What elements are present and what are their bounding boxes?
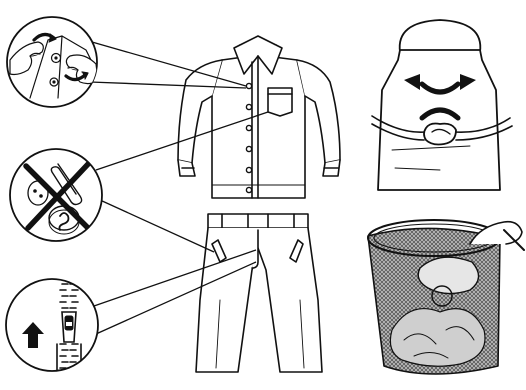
no-loose-items-icon <box>10 149 102 241</box>
laundry-net-icon <box>368 220 524 374</box>
shirt-illustration <box>178 36 340 198</box>
apron-untie-icon <box>372 20 512 190</box>
shirt-button <box>246 104 251 109</box>
zipper-up-icon <box>6 278 98 372</box>
shirt-button <box>246 146 251 151</box>
shirt-button <box>246 125 251 130</box>
trousers-illustration <box>196 214 322 372</box>
hands-buttoning-icon <box>7 17 98 107</box>
shirt-button <box>246 167 251 172</box>
shirt-button <box>246 187 251 192</box>
shirt-button <box>246 83 251 88</box>
